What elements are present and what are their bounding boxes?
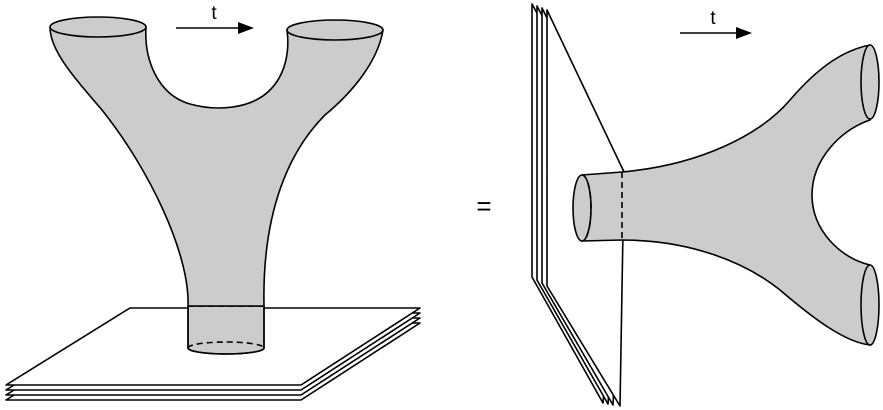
left-top-right-opening bbox=[286, 19, 384, 41]
right-time-label: t bbox=[710, 8, 716, 29]
left-time-arrow bbox=[176, 22, 254, 34]
right-upper-opening bbox=[860, 44, 880, 120]
right-pants-surface bbox=[581, 44, 871, 346]
left-top-left-opening bbox=[49, 16, 147, 38]
left-neck-surface bbox=[187, 305, 265, 355]
right-lower-opening bbox=[860, 264, 880, 346]
left-time-label: t bbox=[211, 3, 217, 24]
left-neck-back-rim bbox=[187, 341, 265, 349]
right-panel: t bbox=[531, 3, 880, 407]
left-neck bbox=[187, 305, 265, 355]
left-pants-surface bbox=[49, 26, 384, 307]
right-time-arrow bbox=[680, 27, 752, 39]
left-panel: t bbox=[5, 3, 421, 401]
left-neck-front-rim bbox=[187, 347, 265, 355]
right-neck-back-rim bbox=[581, 174, 592, 242]
right-neck bbox=[572, 172, 623, 242]
equals-sign: = bbox=[476, 191, 491, 221]
